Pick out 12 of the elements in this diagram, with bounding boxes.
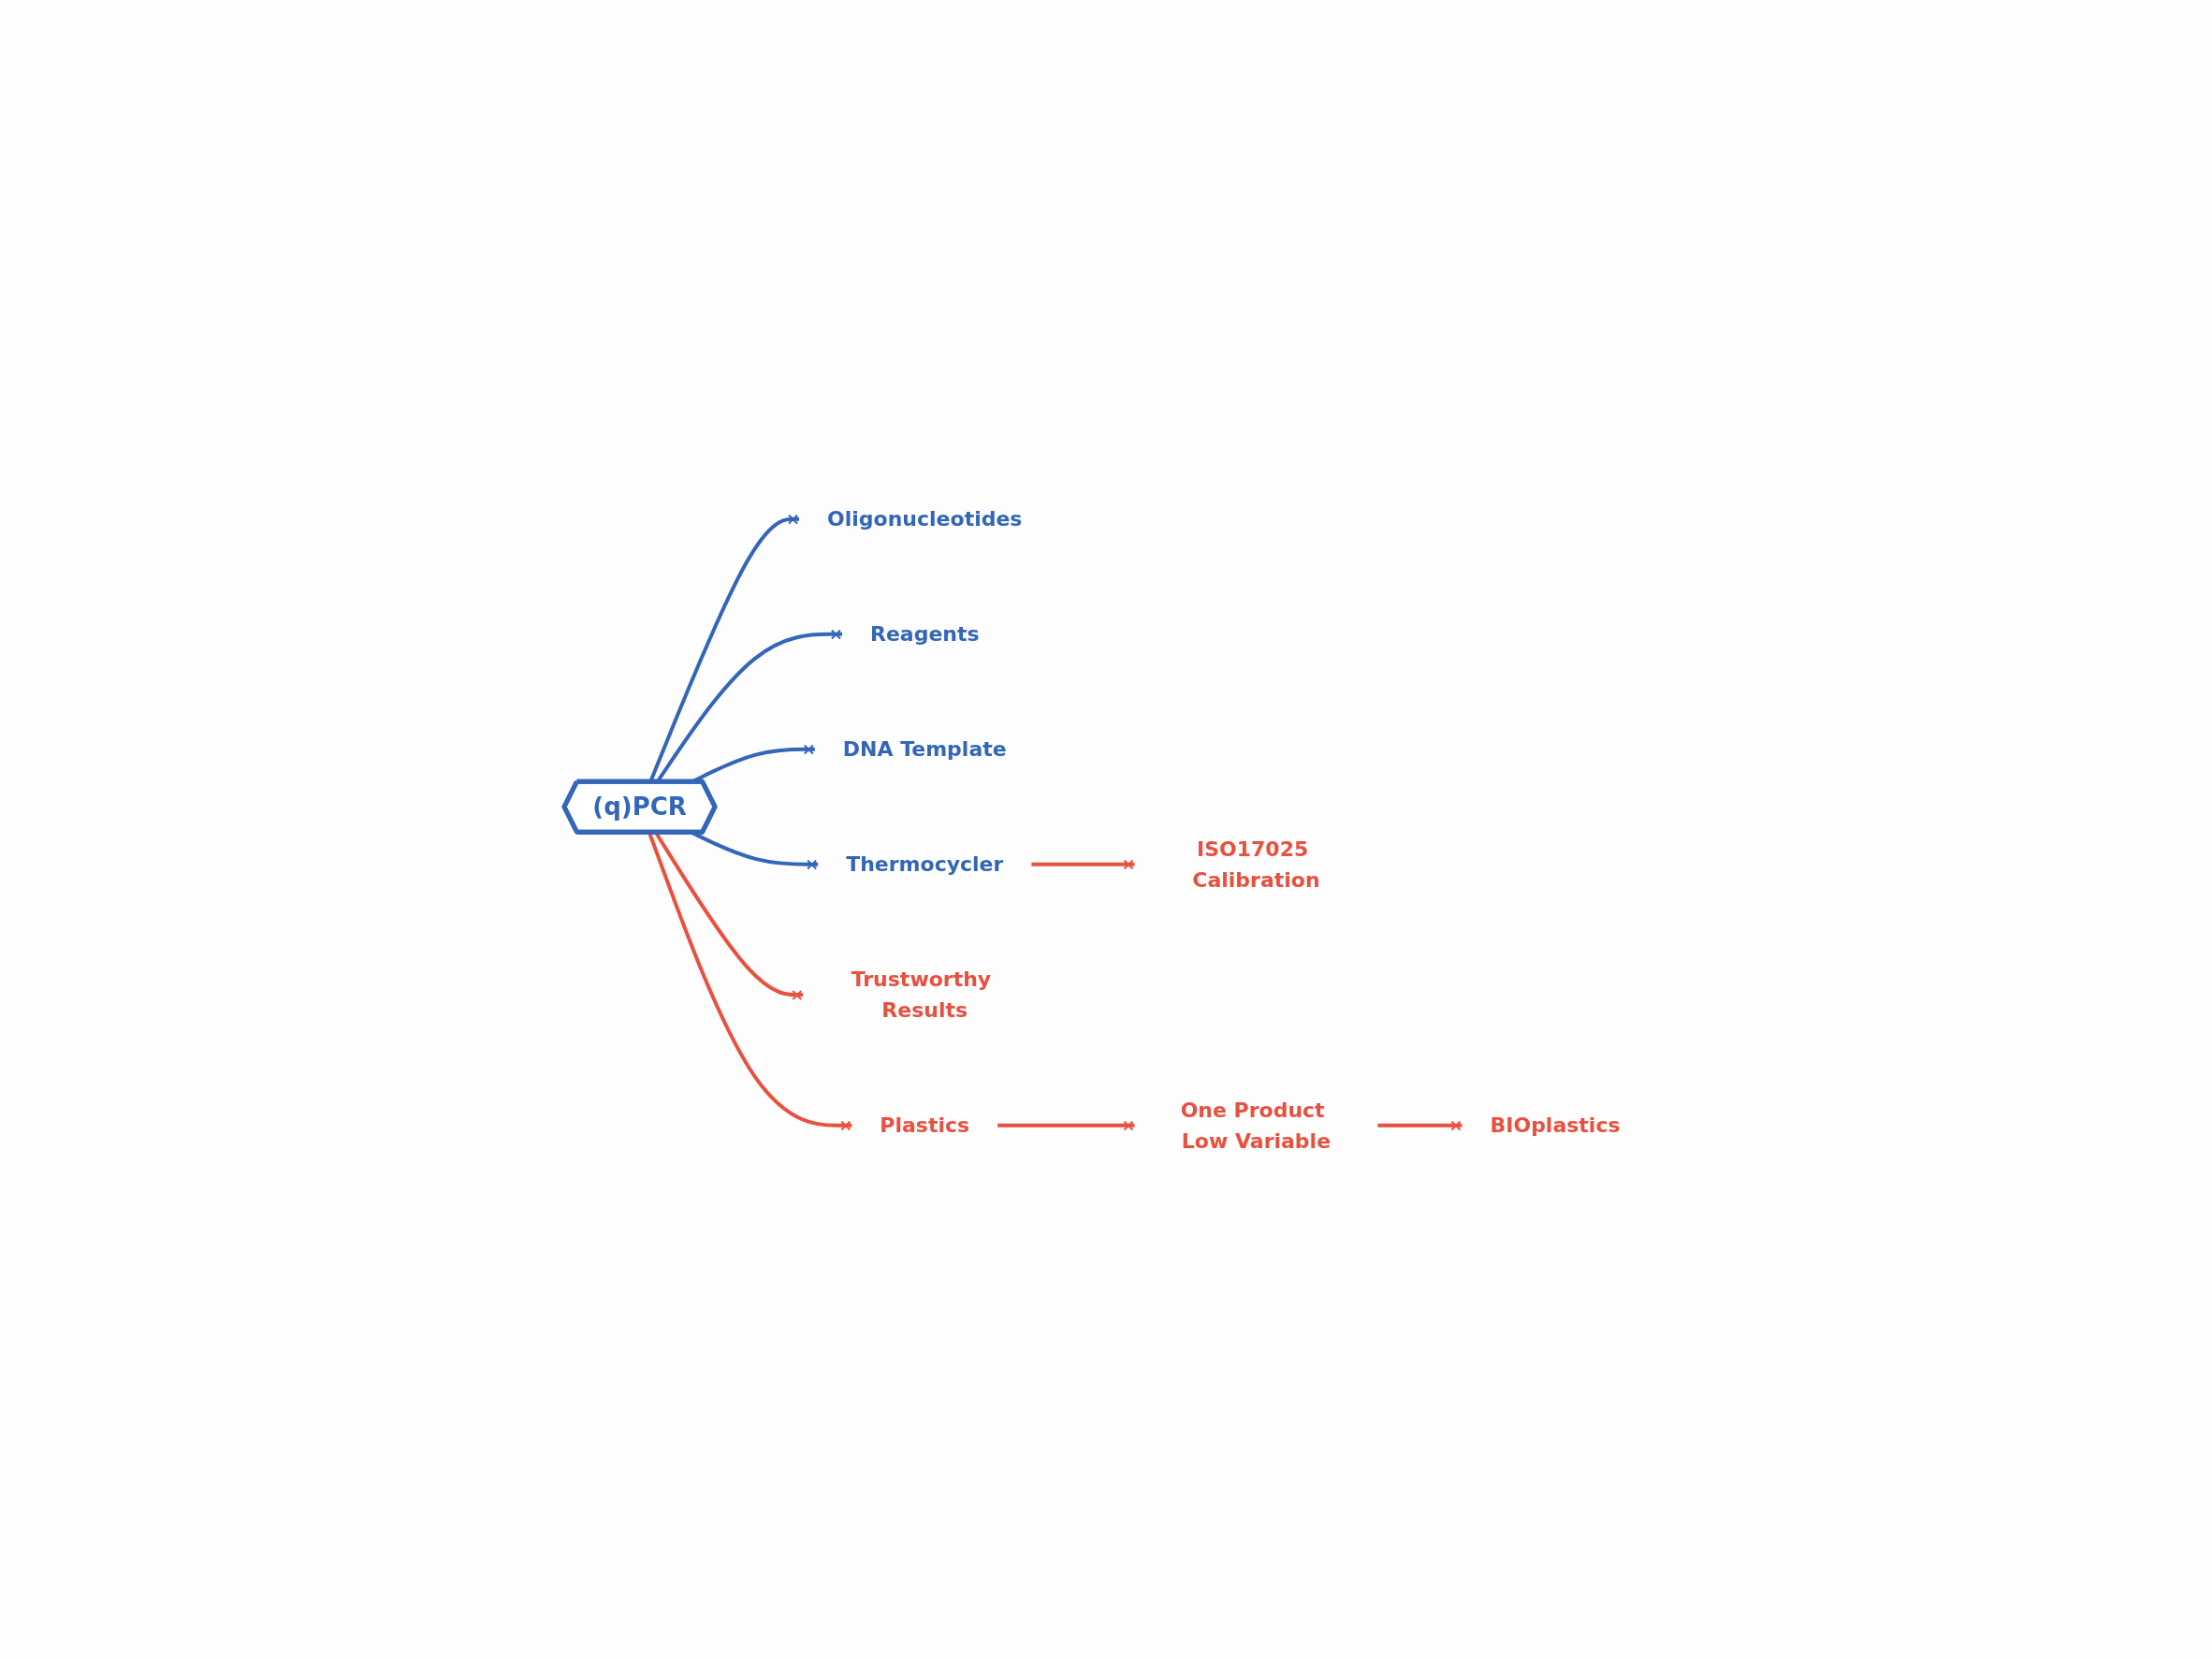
connector [1031,859,1135,870]
node-text: Thermocycler [845,851,1004,876]
node-text: Trustworthy Results [851,967,991,1022]
node-text: Plastics [880,1113,969,1137]
node-text: ISO17025 Calibration [1192,837,1320,892]
node-text: Reagents [869,621,980,646]
node-text: DNA Template [842,736,1007,761]
node-text: Oligonucleotides [826,506,1023,531]
connector [997,1120,1135,1131]
node-text: One Product Low Variable [1180,1098,1331,1153]
connector [1377,1120,1463,1131]
node-text: BIOplastics [1490,1113,1621,1137]
